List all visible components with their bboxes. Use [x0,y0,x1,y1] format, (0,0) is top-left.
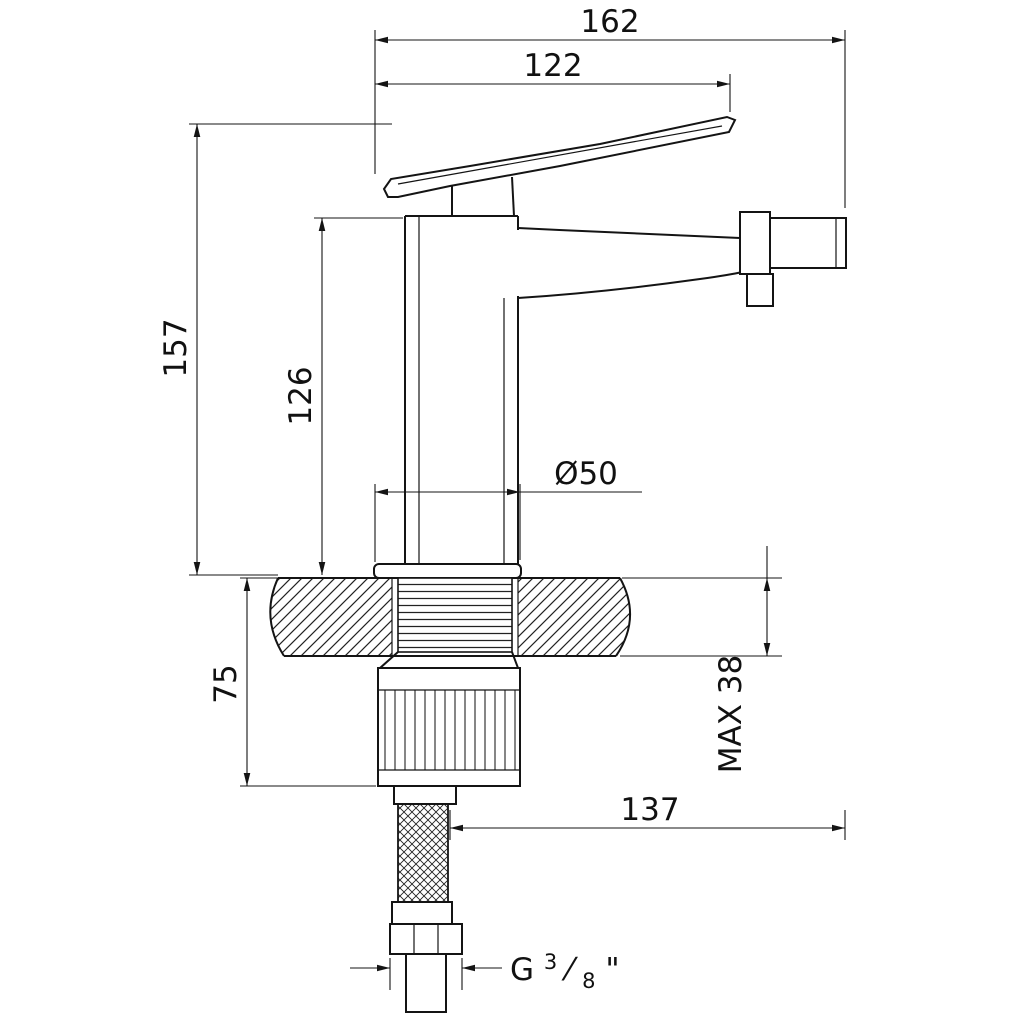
dim-hose-offset-label: 137 [620,792,679,828]
nut-taper-left [379,651,399,669]
dim-thread-label: G 3 ⁄ 8 " [510,941,620,996]
dim-body-height: 126 [283,217,403,575]
hose-crimp-collar [391,901,453,925]
spout [517,227,743,299]
thread-denominator: 8 [582,969,595,993]
dim-overall-height: 157 [158,123,392,576]
thread-numerator: 3 [544,950,557,974]
counter-right-break [615,577,631,657]
faucet-drawing [269,115,847,1013]
aerator-outlet [746,273,774,307]
faucet-body [404,215,519,566]
lever-ridge-line [397,125,723,185]
dim-overall-height-label: 157 [158,318,194,377]
counter-hatch-left [270,578,392,656]
countertop-section [269,577,631,657]
counter-left-break [269,577,285,657]
spout-top-edge [517,227,741,239]
dim-base-diameter: Ø50 [374,456,642,562]
dim-under-counter-height: 75 [208,577,376,787]
dim-base-diameter-label: Ø50 [554,456,618,492]
flange-plate [373,563,522,579]
hose-connector [393,785,457,805]
threaded-shank [397,577,513,653]
dim-spout-reach-label: 122 [523,48,582,84]
counter-hatch-right [518,578,631,656]
dimensions: 162 122 157 126 Ø50 [158,4,846,996]
handle-lever [382,115,737,217]
dim-overall-width-label: 162 [580,4,639,40]
dim-max-thickness-label: MAX 38 [713,655,749,774]
mounting-nut [377,651,521,787]
hose-hex-nut [389,923,463,955]
lever-blade [382,115,737,198]
spout-joint-block [739,211,771,275]
nut-knurl [378,690,520,770]
aerator-cylinder [769,217,847,269]
shank-threads [397,577,513,653]
dim-overall-width: 162 [374,4,846,208]
handle-neck-right [511,176,515,217]
dim-thread-size: G 3 ⁄ 8 " [350,941,620,996]
dim-under-counter-label: 75 [208,664,244,703]
hose-end-tube [405,953,447,1013]
thread-slash: ⁄ [561,952,578,988]
aerator-assembly [739,211,847,307]
supply-hose [389,785,463,1013]
nut-taper-right [511,651,519,669]
dim-max-deck-thickness: MAX 38 [620,546,782,773]
spout-underside [517,271,743,299]
base-flange [373,563,522,579]
thread-prefix: G [510,952,534,988]
hose-braid [397,803,449,903]
thread-suffix: " [605,952,619,988]
dim-hose-offset: 137 [449,792,846,840]
dim-body-height-label: 126 [283,366,319,425]
dim-spout-reach: 122 [375,48,731,112]
